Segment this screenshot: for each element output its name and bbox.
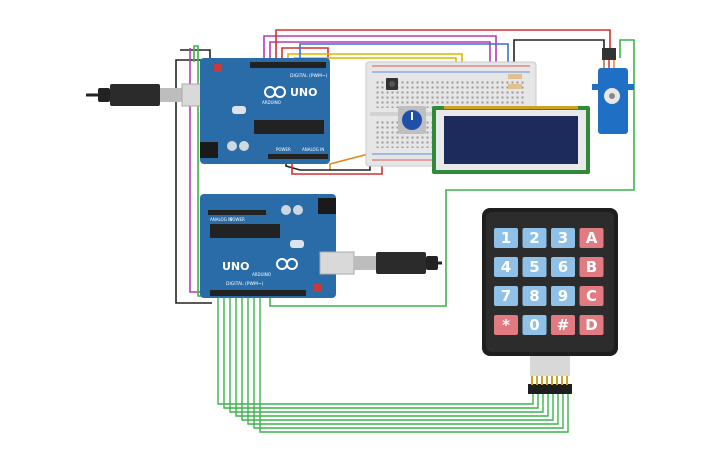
capacitor-bottom-1 bbox=[281, 205, 291, 215]
keypad-key-1[interactable]: 1 bbox=[494, 228, 518, 248]
keypad-key-9[interactable]: 7 bbox=[494, 286, 518, 306]
chip-top bbox=[254, 120, 324, 134]
arduino-logo-text-top: ARDUINO bbox=[262, 100, 281, 105]
capacitor-top-2 bbox=[239, 141, 249, 151]
lcd-pins bbox=[444, 106, 578, 109]
breadboard-button[interactable] bbox=[386, 78, 398, 90]
uno-brand-top: UNO bbox=[290, 86, 318, 99]
keypad-wire-1[interactable] bbox=[217, 298, 534, 405]
keypad-key-2[interactable]: 2 bbox=[522, 228, 547, 248]
crystal-top bbox=[232, 106, 246, 114]
arduino-logo-text-bottom: ARDUINO bbox=[252, 272, 271, 277]
wire-green-servo[interactable] bbox=[269, 39, 635, 307]
wire-purple-top-2[interactable] bbox=[269, 41, 491, 68]
arduino-bottom[interactable]: POWER ANALOG IN UNO ARDUINO DIGITAL (PWM… bbox=[200, 194, 336, 298]
power-header-bottom[interactable] bbox=[208, 210, 266, 215]
keypad-key-label: 8 bbox=[529, 287, 539, 305]
analog-label-top: ANALOG IN bbox=[302, 147, 324, 152]
wire-purple-top[interactable] bbox=[263, 35, 497, 68]
keypad-key-label: * bbox=[502, 316, 510, 334]
wire-blue[interactable] bbox=[299, 43, 509, 68]
keypad-key-15[interactable]: # bbox=[551, 315, 575, 335]
keypad-key-3[interactable]: 3 bbox=[551, 228, 575, 248]
capacitor-top-1 bbox=[227, 141, 237, 151]
digital-header-top[interactable] bbox=[250, 62, 326, 68]
uno-brand-bottom: UNO bbox=[222, 260, 250, 273]
keypad-key-label: 9 bbox=[558, 287, 568, 305]
keypad-key-4[interactable]: A bbox=[579, 228, 604, 248]
resistor-2 bbox=[508, 84, 522, 89]
keypad-key-7[interactable]: 6 bbox=[551, 257, 575, 277]
arduino-logo-icon bbox=[264, 86, 286, 98]
power-header-top[interactable] bbox=[268, 154, 328, 159]
keypad-key-16[interactable]: D bbox=[579, 315, 604, 335]
reset-button-top[interactable] bbox=[214, 64, 222, 72]
analog-label-bottom: ANALOG IN bbox=[210, 217, 232, 222]
wire-black-servo[interactable] bbox=[513, 39, 605, 68]
keypad-wire-2[interactable] bbox=[223, 298, 539, 409]
keypad-key-11[interactable]: 9 bbox=[551, 286, 575, 306]
keypad-key-label: 0 bbox=[529, 316, 539, 334]
keypad-key-label: D bbox=[585, 316, 597, 334]
keypad-key-label: B bbox=[586, 258, 597, 276]
potentiometer[interactable] bbox=[398, 106, 426, 134]
keypad-wire-6[interactable] bbox=[247, 298, 559, 425]
keypad-key-label: 1 bbox=[501, 229, 511, 247]
arduino-top[interactable]: DIGITAL (PWM~) UNO ARDUINO POWER ANALOG … bbox=[200, 58, 330, 164]
keypad-key-label: 6 bbox=[558, 258, 568, 276]
keypad-key-10[interactable]: 8 bbox=[522, 286, 547, 306]
crystal-bottom bbox=[290, 240, 304, 248]
keypad-wires bbox=[217, 298, 569, 433]
keypad-connector[interactable] bbox=[528, 356, 572, 394]
usb-cable-bottom[interactable] bbox=[319, 251, 442, 275]
keypad-key-8[interactable]: B bbox=[579, 257, 604, 277]
keypad-wire-3[interactable] bbox=[229, 298, 544, 413]
wire-red-breadboard[interactable] bbox=[281, 47, 329, 64]
power-jack-top bbox=[200, 142, 218, 158]
keypad-key-label: 5 bbox=[529, 258, 539, 276]
keypad-key-5[interactable]: 4 bbox=[494, 257, 518, 277]
keypad-wire-5[interactable] bbox=[241, 298, 554, 421]
servo-motor[interactable] bbox=[592, 48, 634, 134]
reset-button-bottom[interactable] bbox=[314, 284, 322, 292]
servo-connector bbox=[602, 48, 616, 60]
keypad-key-label: 7 bbox=[501, 287, 511, 305]
keypad-key-label: 2 bbox=[529, 229, 539, 247]
capacitor-bottom-2 bbox=[293, 205, 303, 215]
power-label-top: POWER bbox=[276, 147, 291, 152]
digital-label-bottom: DIGITAL (PWM~) bbox=[226, 281, 264, 287]
keypad-key-13[interactable]: * bbox=[494, 315, 518, 335]
keypad-ribbon bbox=[530, 356, 570, 376]
lcd-screen bbox=[444, 116, 578, 164]
keypad-wire-4[interactable] bbox=[235, 298, 549, 417]
keypad-key-label: 3 bbox=[558, 229, 568, 247]
keypad-key-label: A bbox=[586, 229, 598, 247]
resistor-1 bbox=[508, 74, 522, 79]
wire-red-top[interactable] bbox=[275, 29, 611, 62]
chip-bottom bbox=[210, 224, 280, 238]
keypad-key-14[interactable]: 0 bbox=[522, 315, 547, 335]
lcd-display[interactable] bbox=[432, 106, 590, 174]
usb-cable-top[interactable] bbox=[86, 83, 217, 107]
digital-header-bottom[interactable] bbox=[210, 290, 306, 296]
power-jack-bottom bbox=[318, 198, 336, 214]
keypad-key-label: 4 bbox=[501, 258, 511, 276]
keypad-wire-7[interactable] bbox=[253, 298, 564, 429]
keypad-key-label: C bbox=[586, 287, 597, 305]
power-label-bottom: POWER bbox=[230, 217, 245, 222]
arduino-logo-bottom-icon bbox=[276, 258, 298, 270]
keypad-wire-8[interactable] bbox=[259, 298, 569, 433]
keypad-key-label: # bbox=[557, 316, 570, 334]
keypad-key-12[interactable]: C bbox=[579, 286, 604, 306]
keypad-key-6[interactable]: 5 bbox=[522, 257, 547, 277]
digital-label-top: DIGITAL (PWM~) bbox=[290, 73, 328, 79]
